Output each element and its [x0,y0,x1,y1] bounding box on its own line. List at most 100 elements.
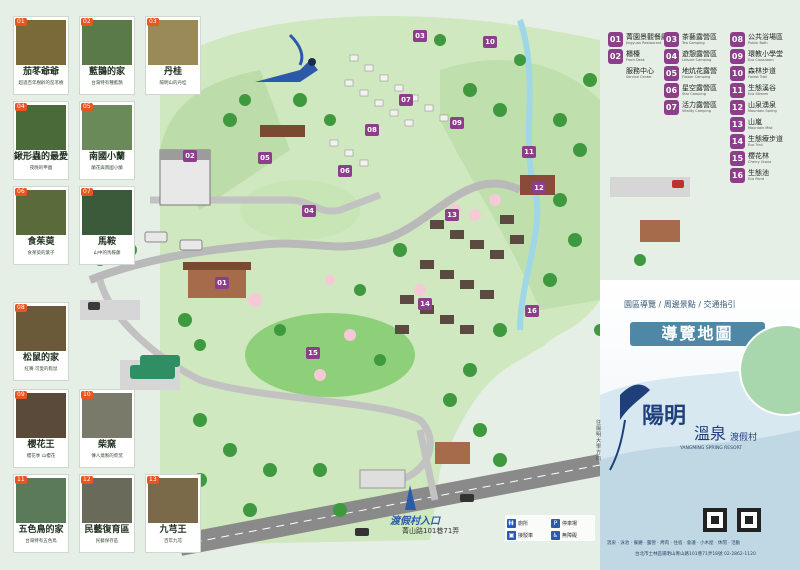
legend-number: 15 [730,151,745,166]
legend-label: 櫻花林 [748,152,769,160]
species-photo [82,105,132,150]
card-title: 藍鵲的家 [88,67,125,77]
tagline: 溫泉 · 泳池 · 餐廳 · 露營 · 烤肉 · 住宿 · 會議 · 小木屋 ·… [607,541,741,546]
panel-tabs[interactable]: 園區導覽 / 周邊景點 / 交通指引 [624,300,736,309]
legend-number: 02 [608,49,623,64]
card-title: 櫻花王 [27,440,55,450]
map-marker[interactable]: 13 [445,209,459,221]
legend-number: 07 [664,100,679,115]
card-subtitle: 夜晚的甲蟲 [29,166,53,171]
card-subtitle: 食茱萸的葉子 [27,251,55,256]
legend-label-en: Eco Pond [748,177,764,181]
map-marker[interactable]: 12 [532,182,546,194]
card-number: 05 [81,103,93,111]
legend-label: 菁園景觀餐廳 [626,33,668,41]
map-marker[interactable]: 08 [365,124,379,136]
map-marker[interactable]: 16 [525,305,539,317]
legend-label-en: Eco Classroom [748,58,774,62]
card-title: 鍬形蟲的最愛 [14,152,69,162]
legend-label-en: Tea Camping [682,41,705,45]
legend-label-en: Eco Trail [748,143,763,147]
card-subtitle: 蘭花與南國小蘭 [91,166,123,171]
logo-main: 陽明 [642,403,687,429]
card-number: 13 [147,476,159,484]
card-number: 02 [81,18,93,26]
legend-label-en: Public Bath [748,41,768,45]
map-marker[interactable]: 10 [483,36,497,48]
legend-number: 16 [730,168,745,183]
card-title: 民藝復育區 [84,525,130,535]
legend-label: 山嵐 [748,118,762,126]
map-marker[interactable]: 02 [183,150,197,162]
map-marker[interactable]: 03 [413,30,427,42]
map-marker[interactable]: 05 [258,152,272,164]
map-marker[interactable]: 07 [399,94,413,106]
legend-label-en: Service Center [626,75,652,79]
card-title: 九芎王 [159,525,187,535]
map-marker[interactable]: 01 [215,277,229,289]
species-photo [82,478,132,523]
qr-code-left[interactable] [703,508,727,532]
accessible-icon: ♿ [551,530,560,540]
legend-number: 05 [664,66,679,81]
species-photo [16,190,66,235]
map-marker[interactable]: 14 [418,298,432,310]
road-label: 菁山路101巷71弄 [402,527,460,535]
map-marker[interactable]: 15 [306,347,320,359]
legend-number: 03 [664,32,679,47]
restroom-icon: 🚻 [507,518,516,528]
legend-label-en: Forest Trail [748,75,768,79]
species-photo [148,478,198,523]
legend-label: 環教小學堂 [748,50,783,58]
legend-number: 08 [730,32,745,47]
legend-label-en: Flower Camping [682,75,711,79]
blue-magpie-illustration [255,33,318,82]
legend-label: 星空露營區 [682,84,717,92]
card-number: 03 [147,18,159,26]
card-number: 06 [15,188,27,196]
bus-icon: ▣ [507,530,516,540]
card-subtitle: 台灣特有五色鳥 [25,539,57,544]
legend-label-en: Jingyuan Restaurant [626,41,662,45]
species-photo [16,105,66,150]
card-number: 08 [15,304,27,312]
legend-number: 10 [730,66,745,81]
legend-label-en: Mountain Spring [748,109,777,113]
card-number: 07 [81,188,93,196]
legend-label-en: Eco Stream [748,92,769,96]
map-marker[interactable]: 04 [302,205,316,217]
legend-number: 09 [730,49,745,64]
parking-icon: P [551,518,560,528]
legend-label: 生態療步道 [748,135,783,143]
map-marker[interactable]: 11 [522,146,536,158]
species-photo [16,20,66,65]
card-subtitle: 百年九芎 [164,539,182,544]
card-subtitle: 櫻花季 山櫻花 [26,454,56,459]
map-marker[interactable]: 09 [450,117,464,129]
legend-number: 04 [664,49,679,64]
qr-code-right[interactable] [737,508,761,532]
map-legend-item: 🚻廁所 [507,517,551,529]
map-legend-label: 接駁車 [518,532,534,539]
card-subtitle: 民藝保存區 [95,539,119,544]
card-subtitle: 傳人燒製的柴窯 [91,454,123,459]
card-title: 茄苳爺爺 [22,67,59,77]
map-marker[interactable]: 06 [338,165,352,177]
